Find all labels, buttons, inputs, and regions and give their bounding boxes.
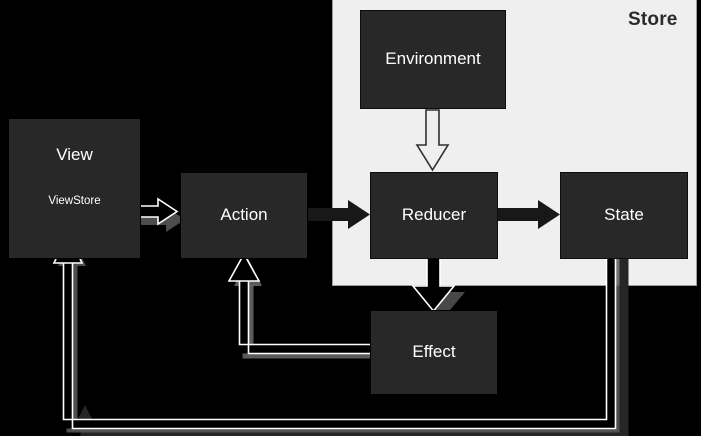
node-action-title: Action: [220, 205, 268, 225]
node-effect-title: Effect: [412, 342, 456, 362]
node-effect[interactable]: Effect: [370, 310, 498, 395]
node-environment[interactable]: Environment: [360, 10, 506, 109]
node-view-title: View: [56, 145, 93, 164]
node-environment-title: Environment: [385, 49, 481, 69]
node-state-title: State: [604, 205, 644, 225]
node-action[interactable]: Action: [180, 172, 308, 259]
store-label: Store: [628, 9, 678, 30]
node-view[interactable]: View ViewStore: [8, 118, 141, 259]
node-reducer[interactable]: Reducer: [370, 172, 498, 259]
node-view-subtitle: ViewStore: [48, 194, 101, 207]
node-reducer-title: Reducer: [401, 205, 467, 225]
node-state[interactable]: State: [560, 172, 688, 259]
